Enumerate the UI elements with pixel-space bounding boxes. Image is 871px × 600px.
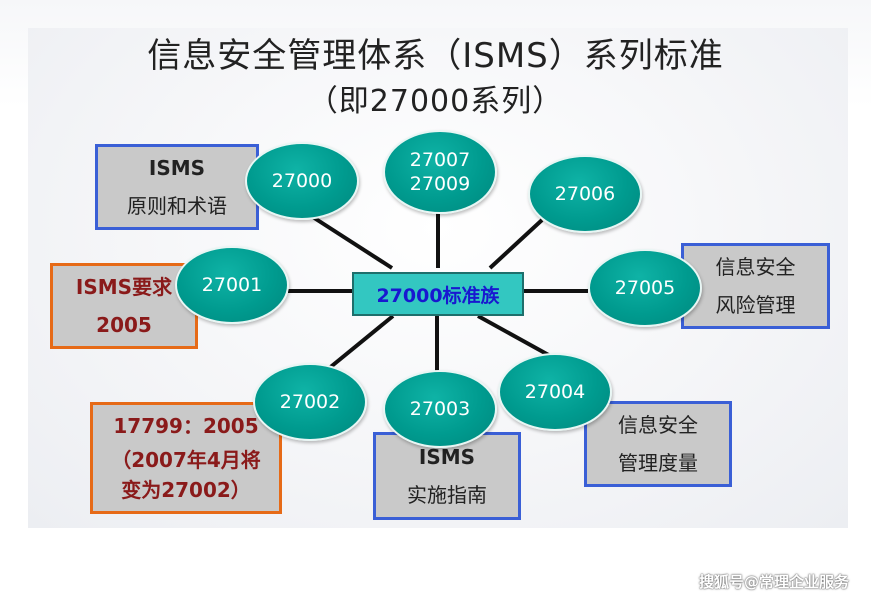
box-isms-requirements-year: 2005: [96, 313, 152, 337]
box-isms-requirements: ISMS要求 2005: [50, 263, 198, 349]
box-17799-line1: 17799：2005: [113, 414, 259, 438]
box-isms-implementation-desc: 实施指南: [407, 483, 487, 507]
connector-27006: [488, 218, 544, 270]
box-17799-line2: （2007年4月将: [111, 448, 261, 472]
box-risk-management-line1: 信息安全: [715, 255, 796, 279]
diagram-title: 信息安全管理体系（ISMS）系列标准: [147, 36, 724, 76]
node-27005-label: 27005: [614, 277, 676, 299]
diagram-subtitle: （即27000系列）: [307, 84, 564, 119]
node-27004: 27004: [498, 353, 612, 431]
box-risk-management: 信息安全 风险管理: [681, 243, 830, 329]
center-standard-family-label: 27000标准族: [376, 284, 500, 307]
box-isms-implementation-title: ISMS: [418, 445, 476, 469]
connector-27002: [320, 314, 395, 376]
box-measurement-line1: 信息安全: [618, 413, 698, 437]
box-17799-line3: 变为27002）: [121, 478, 251, 502]
node-27001: 27001: [175, 246, 289, 324]
box-measurement: 信息安全 管理度量: [584, 401, 732, 487]
node-27003: 27003: [383, 370, 497, 448]
connector-27004: [477, 314, 555, 360]
node-27002-label: 27002: [279, 391, 341, 413]
node-27006: 27006: [528, 155, 642, 233]
node-27005: 27005: [588, 249, 702, 327]
node-27006-label: 27006: [554, 183, 616, 205]
node-27004-label: 27004: [524, 381, 586, 403]
node-27001-label: 27001: [201, 274, 263, 296]
box-measurement-line2: 管理度量: [618, 451, 698, 475]
box-isms-principles: ISMS 原则和术语: [95, 144, 259, 230]
node-27007-27009: 27007 27009: [383, 130, 497, 214]
box-17799: 17799：2005 （2007年4月将 变为27002）: [90, 402, 282, 514]
box-isms-requirements-title: ISMS要求: [75, 275, 173, 299]
connector-27000: [303, 210, 394, 270]
center-standard-family: 27000标准族: [352, 272, 524, 316]
node-27000-label: 27000: [271, 170, 333, 192]
watermark-text: 搜狐号@常理企业服务: [698, 573, 849, 591]
box-risk-management-line2: 风险管理: [715, 293, 796, 317]
node-27003-label: 27003: [409, 398, 471, 420]
node-27009-label: 27009: [409, 173, 471, 195]
box-isms-principles-title: ISMS: [148, 156, 206, 180]
node-27000: 27000: [245, 142, 359, 220]
node-27007-label: 27007: [409, 149, 471, 171]
box-isms-principles-desc: 原则和术语: [127, 194, 227, 218]
node-27002: 27002: [253, 363, 367, 441]
